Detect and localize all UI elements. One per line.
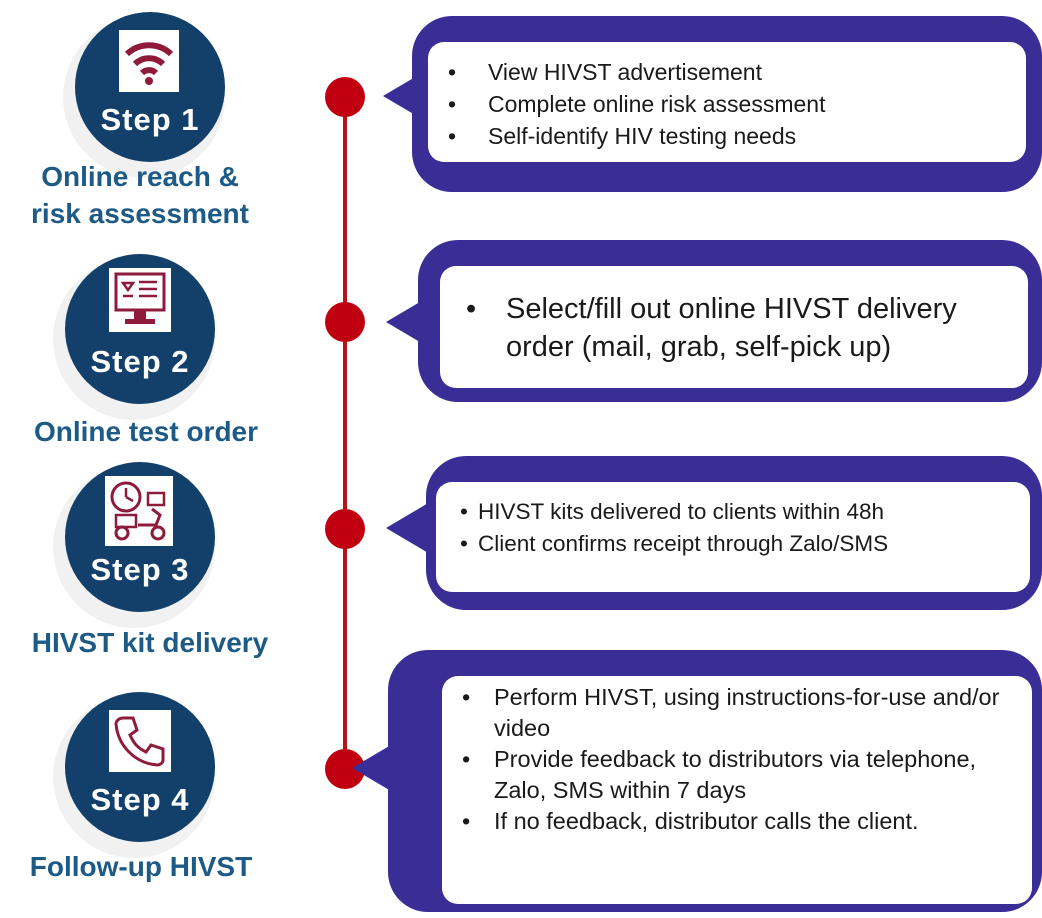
list-item: Provide feedback to distributors via tel…: [442, 744, 1032, 806]
card-3-pointer: [386, 502, 430, 554]
step-4-circle: Step 4: [65, 692, 215, 842]
telephone-icon: [109, 710, 171, 772]
card-4: Perform HIVST, using instructions-for-us…: [388, 650, 1042, 912]
card-3-bullets: HIVST kits delivered to clients within 4…: [436, 496, 1030, 560]
list-item: Complete online risk assessment: [428, 88, 1026, 120]
list-item: If no feedback, distributor calls the cl…: [442, 806, 1032, 837]
step-1-circle: Step 1: [75, 12, 225, 162]
step-1-label: Step 1: [100, 102, 200, 137]
list-item: Client confirms receipt through Zalo/SMS: [436, 528, 1030, 560]
list-item: HIVST kits delivered to clients within 4…: [436, 496, 1030, 528]
list-item: Select/fill out online HIVST delivery or…: [440, 290, 1028, 366]
step-1-caption: Online reach & risk assessment: [31, 161, 249, 229]
card-2: Select/fill out online HIVST delivery or…: [418, 240, 1042, 402]
wifi-icon: [119, 30, 179, 92]
step-2-label: Step 2: [90, 344, 190, 379]
timeline-dot-3: [325, 509, 365, 549]
online-order-icon: [109, 268, 171, 332]
card-3: HIVST kits delivered to clients within 4…: [426, 456, 1042, 610]
timeline-line: [343, 95, 347, 767]
list-item: Self-identify HIV testing needs: [428, 120, 1026, 152]
timeline-dot-1: [325, 77, 365, 117]
delivery-scooter-icon: [105, 476, 173, 546]
step-3-label: Step 3: [90, 552, 190, 587]
list-item: View HIVST advertisement: [428, 56, 1026, 88]
card-2-bullets: Select/fill out online HIVST delivery or…: [440, 290, 1028, 366]
step-3-circle: Step 3: [65, 462, 215, 612]
card-4-bullets: Perform HIVST, using instructions-for-us…: [442, 682, 1032, 837]
timeline-dot-2: [325, 302, 365, 342]
step-3-caption: HIVST kit delivery: [31, 627, 269, 658]
step-2-caption: Online test order: [33, 416, 259, 447]
card-1: View HIVST advertisement Complete online…: [412, 16, 1042, 192]
list-item: Perform HIVST, using instructions-for-us…: [442, 682, 1032, 744]
card-1-bullets: View HIVST advertisement Complete online…: [428, 56, 1026, 152]
step-4-label: Step 4: [90, 782, 190, 817]
step-4-caption: Follow-up HIVST: [29, 851, 253, 882]
step-2-circle: Step 2: [65, 254, 215, 404]
